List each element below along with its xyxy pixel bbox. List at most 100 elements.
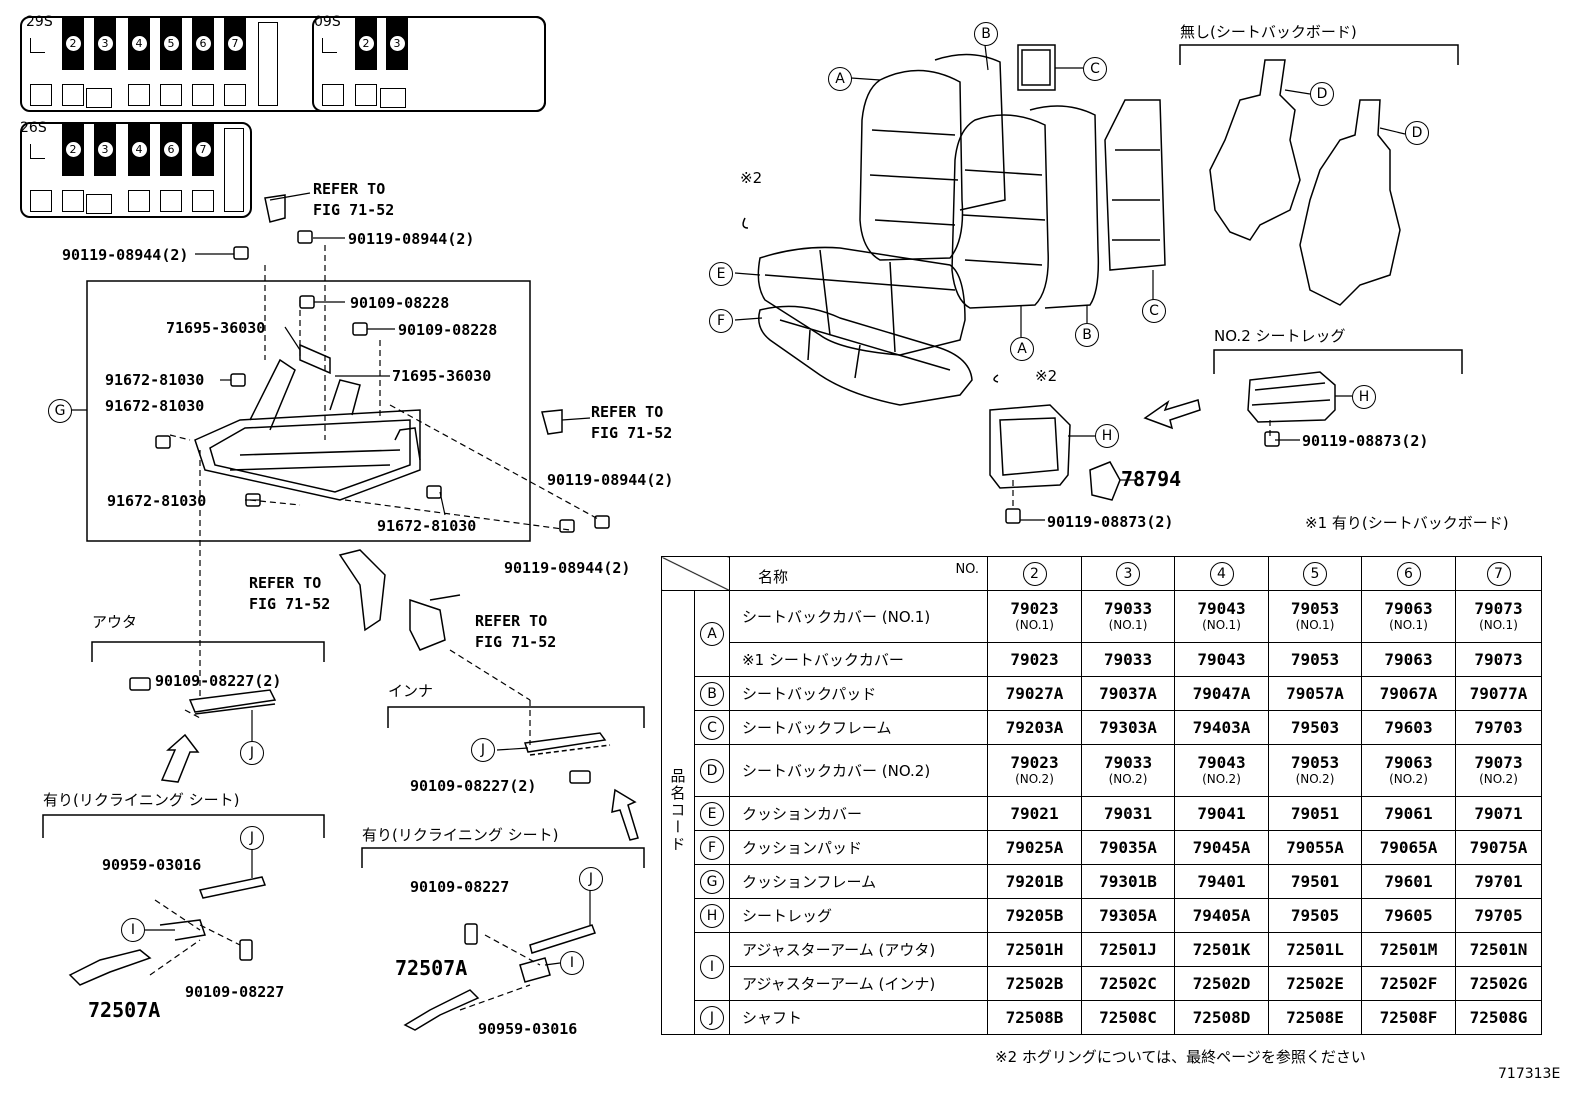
table-part-number: 72502D	[1174, 966, 1269, 1001]
table-part-number: 79021	[987, 796, 1082, 831]
table-column-header: 6	[1361, 556, 1456, 591]
header-name-label: 名称	[758, 568, 789, 586]
variant-square	[86, 194, 112, 214]
table-part-number: 72508G	[1455, 1000, 1542, 1035]
part-number: 90109-08227(2)	[155, 672, 282, 690]
part-number-suffix: (NO.1)	[1479, 617, 1518, 632]
table-key-cell: E	[694, 796, 730, 831]
part-number-value: 79071	[1474, 804, 1523, 823]
table-part-number: 79503	[1268, 710, 1362, 745]
table-key-cell: I	[694, 932, 730, 1001]
callout-a: A	[828, 67, 852, 91]
variant-square	[192, 190, 214, 212]
part-number-value: 72501J	[1099, 940, 1157, 959]
part-number-value: 72508C	[1099, 1008, 1157, 1027]
table-part-number: 79053(NO.1)	[1268, 590, 1362, 643]
table-key-cell: C	[694, 710, 730, 745]
table-part-number: 79065A	[1361, 830, 1456, 865]
table-part-number: 72501J	[1081, 932, 1175, 967]
callout-i: I	[121, 918, 145, 942]
table-part-number: 72508F	[1361, 1000, 1456, 1035]
row-key-circle: F	[700, 835, 724, 860]
part-number-value: 79403A	[1192, 718, 1251, 737]
row-key-circle: E	[700, 801, 724, 826]
table-column-header: 4	[1174, 556, 1269, 591]
column-number-circle: 4	[1209, 561, 1234, 586]
part-number-value: 79201B	[1005, 872, 1064, 891]
table-part-number: 79063(NO.2)	[1361, 744, 1456, 797]
row-key-circle: C	[700, 715, 724, 740]
variant-box-26s	[20, 122, 252, 218]
part-number-value: 79037A	[1099, 684, 1157, 703]
table-part-number: 79073	[1455, 642, 1542, 677]
table-part-number: 72501N	[1455, 932, 1542, 967]
part-number-value: 79053	[1290, 650, 1340, 669]
table-column-header: 3	[1081, 556, 1175, 591]
table-part-number: 72501L	[1268, 932, 1362, 967]
part-number-value: 79035A	[1099, 838, 1157, 857]
part-number-value: 79045A	[1192, 838, 1251, 857]
callout-a: A	[1010, 337, 1034, 361]
table-part-number: 79701	[1455, 864, 1542, 899]
part-number: 90109-08227	[185, 983, 285, 1001]
part-number-value: 79055A	[1286, 838, 1344, 857]
table-part-number: 79041	[1174, 796, 1269, 831]
part-number-value: 79065A	[1379, 838, 1438, 857]
part-number-value: 79701	[1474, 872, 1523, 891]
part-number-value: 79075A	[1469, 838, 1528, 857]
part-number-suffix: (NO.1)	[1202, 617, 1241, 632]
part-number: 90119-08873(2)	[1047, 513, 1174, 531]
callout-e: E	[709, 262, 733, 286]
table-part-number: 79047A	[1174, 676, 1269, 711]
column-number-circle: 7	[1486, 561, 1511, 586]
variant-square	[160, 84, 182, 106]
part-number-value: 79603	[1384, 718, 1433, 737]
table-part-number: 79043(NO.1)	[1174, 590, 1269, 643]
part-number-value: 79023	[1010, 752, 1059, 772]
callout-c: C	[1083, 57, 1107, 81]
part-number-value: 79505	[1290, 906, 1340, 925]
row-key-circle: G	[700, 869, 724, 894]
refer-to-label: REFER TO	[591, 403, 664, 421]
part-number: 90109-08227	[410, 878, 510, 896]
table-part-number: 79061	[1361, 796, 1456, 831]
table-part-number: 79033(NO.1)	[1081, 590, 1175, 643]
table-part-name: クッションフレーム	[729, 864, 988, 899]
part-number: 90109-08228	[350, 294, 450, 312]
variant-swatch: 2	[62, 124, 84, 176]
table-key-cell: A	[694, 590, 730, 677]
column-number-circle: 5	[1303, 561, 1327, 586]
table-part-name: クッションカバー	[729, 796, 988, 831]
section-label-recline: 有り(リクライニング シート)	[362, 826, 559, 844]
part-number-72507a: 72507A	[395, 956, 468, 980]
variant-swatch: 7	[224, 18, 246, 70]
part-number: 90959-03016	[102, 856, 202, 874]
variant-swatch: 5	[160, 18, 182, 70]
part-number-value: 72508F	[1379, 1008, 1438, 1027]
part-number-value: 72502D	[1192, 974, 1251, 993]
callout-d: D	[1405, 121, 1429, 145]
table-part-number: 79063	[1361, 642, 1456, 677]
callout-j: J	[240, 741, 264, 765]
refer-to-fig: FIG 71-52	[313, 201, 395, 219]
variant-swatch: 2	[62, 18, 84, 70]
table-part-number: 79703	[1455, 710, 1542, 745]
table-part-number: 79303A	[1081, 710, 1175, 745]
callout-c: C	[1142, 299, 1166, 323]
part-number: 71695-36030	[392, 367, 492, 385]
note-mark-2: ※2	[1035, 367, 1058, 385]
part-number-value: 79025A	[1005, 838, 1064, 857]
table-column-header: 5	[1268, 556, 1362, 591]
part-number-value: 79501	[1290, 872, 1340, 891]
refer-to-fig: FIG 71-52	[249, 595, 331, 613]
part-number-value: 79205B	[1005, 906, 1064, 925]
table-part-number: 79031	[1081, 796, 1175, 831]
part-number-value: 72501K	[1192, 940, 1251, 959]
part-number-suffix: (NO.1)	[1108, 617, 1148, 632]
part-number: 90119-08873(2)	[1302, 432, 1429, 450]
part-number-value: 79031	[1103, 804, 1153, 823]
part-number: 90959-03016	[478, 1020, 578, 1038]
table-part-name: シートレッグ	[729, 898, 988, 933]
table-side-label: 品名コード	[661, 590, 695, 1035]
